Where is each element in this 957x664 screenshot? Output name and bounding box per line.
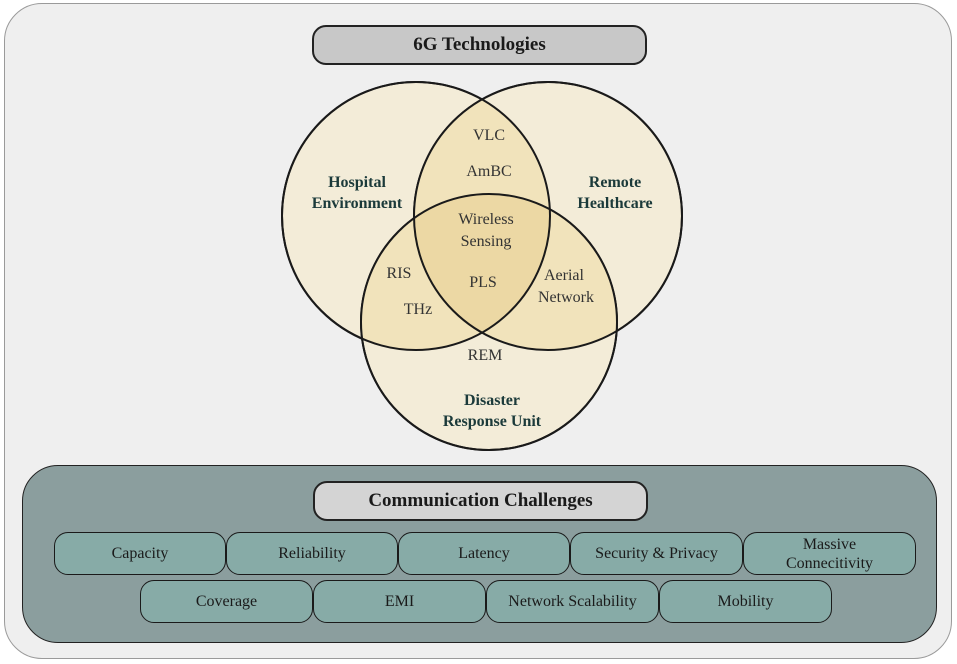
challenge-emi: EMI [313,580,486,623]
challenge-capacity: Capacity [54,532,226,575]
tech-rem: REM [468,347,503,364]
challenge-reliability: Reliability [226,532,398,575]
challenge-massive-connectivity: Massive Connecitivity [743,532,916,575]
tech-aerial-network-line2: Network [538,289,594,306]
set-label-remote-line1: Remote [589,174,641,191]
challenge-latency: Latency [398,532,570,575]
set-label-hospital-line1: Hospital [328,174,386,191]
challenge-mobility: Mobility [659,580,832,623]
tech-wireless-sensing-line1: Wireless [458,211,513,228]
set-label-disaster-line1: Disaster [464,392,520,409]
tech-vlc: VLC [473,127,505,144]
tech-pls: PLS [469,274,497,291]
tech-ambc: AmBC [466,163,511,180]
set-label-disaster-line2: Response Unit [443,413,542,430]
set-label-remote-line2: Healthcare [577,195,652,212]
set-label-hospital-line2: Environment [312,195,403,212]
challenges-title: Communication Challenges [313,481,648,521]
challenge-coverage: Coverage [140,580,313,623]
tech-thz: THz [404,301,432,318]
technologies-title: 6G Technologies [312,25,647,65]
tech-ris: RIS [387,265,412,282]
tech-wireless-sensing-line2: Sensing [461,233,512,250]
challenge-security-privacy: Security & Privacy [570,532,743,575]
challenge-network-scalability: Network Scalability [486,580,659,623]
tech-aerial-network-line1: Aerial [544,267,585,284]
